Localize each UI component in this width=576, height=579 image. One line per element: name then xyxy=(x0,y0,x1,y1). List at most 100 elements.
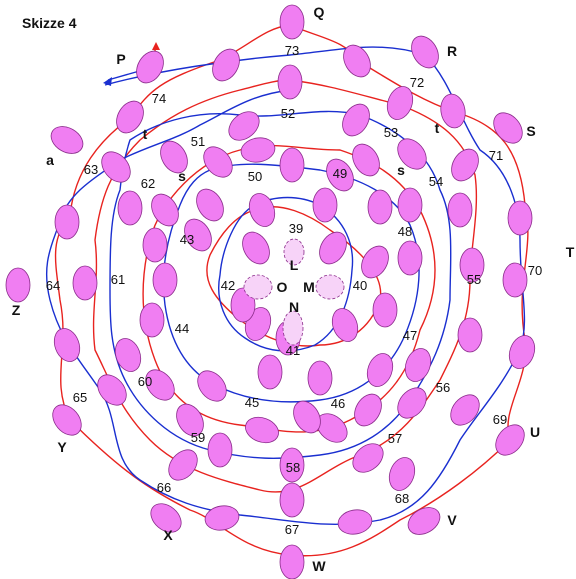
crossing-ellipse xyxy=(447,192,473,228)
letter-label: Q xyxy=(314,4,325,20)
crossing-ellipse xyxy=(450,394,480,426)
region-label: 67 xyxy=(285,522,299,537)
region-label: 55 xyxy=(467,272,481,287)
region-label: 48 xyxy=(398,224,412,239)
crossing-ellipse xyxy=(337,509,373,535)
crossing-ellipse xyxy=(319,231,347,265)
crossing-ellipse xyxy=(279,147,305,183)
letter-label: W xyxy=(312,558,326,574)
crossing-ellipse xyxy=(307,360,333,396)
center-ellipse xyxy=(315,274,345,300)
region-label: 45 xyxy=(245,395,259,410)
crossing-ellipse xyxy=(386,86,414,120)
crossing-ellipse xyxy=(372,292,398,328)
region-label: 71 xyxy=(489,148,503,163)
letter-label: T xyxy=(566,244,575,260)
crossing-ellipse xyxy=(168,449,198,481)
region-label: 53 xyxy=(384,125,398,140)
crossing-ellipse xyxy=(508,335,536,369)
region-label: 46 xyxy=(331,396,345,411)
crossing-ellipse xyxy=(114,338,142,372)
crossing-ellipse xyxy=(248,193,276,227)
region-label: 58 xyxy=(286,460,300,475)
crossing-ellipse xyxy=(72,265,98,301)
red-curve-3 xyxy=(142,144,436,433)
region-label: 59 xyxy=(191,430,205,445)
letter-label: M xyxy=(303,279,315,295)
letter-label: N xyxy=(289,299,299,315)
crossing-ellipse xyxy=(440,93,466,129)
center-ellipse xyxy=(283,238,305,266)
crossing-ellipse xyxy=(407,507,441,535)
crossing-ellipse xyxy=(228,111,260,141)
crossing-ellipse xyxy=(366,353,394,387)
region-label: 62 xyxy=(141,176,155,191)
letter-label: O xyxy=(277,279,288,295)
crossing-ellipse xyxy=(196,188,224,222)
crossing-ellipse xyxy=(404,348,432,382)
region-label: 73 xyxy=(285,43,299,58)
region-label: 60 xyxy=(138,374,152,389)
crossing-ellipse xyxy=(507,200,533,236)
crossing-ellipse xyxy=(207,432,233,468)
region-label: 65 xyxy=(73,390,87,405)
crossing-ellipse xyxy=(242,231,270,265)
region-label: 69 xyxy=(493,412,507,427)
crossing-ellipse xyxy=(279,447,305,483)
crossing-ellipse xyxy=(52,404,82,436)
crossing-ellipse xyxy=(367,189,393,225)
letter-label: s xyxy=(397,162,405,178)
region-label: 68 xyxy=(395,491,409,506)
crossing-ellipse xyxy=(493,112,523,144)
letter-label: R xyxy=(447,43,457,59)
red-arrowhead-icon xyxy=(152,42,160,50)
crossing-ellipse xyxy=(117,190,143,226)
crossing-ellipse xyxy=(354,393,382,427)
crossing-ellipse xyxy=(50,126,84,154)
crossing-ellipse xyxy=(212,48,240,82)
region-label: 72 xyxy=(410,75,424,90)
crossing-ellipse xyxy=(293,400,321,434)
region-label: 63 xyxy=(84,162,98,177)
crossing-ellipse xyxy=(342,103,370,137)
crossing-ellipse xyxy=(204,505,240,531)
letter-label: U xyxy=(530,424,540,440)
region-label: 70 xyxy=(528,263,542,278)
crossing-ellipse xyxy=(150,503,182,533)
region-label: 40 xyxy=(353,278,367,293)
region-label: 41 xyxy=(286,343,300,358)
crossing-ellipse xyxy=(352,443,384,473)
crossing-ellipse xyxy=(139,302,165,338)
crossing-ellipse xyxy=(97,374,127,406)
crossing-ellipse xyxy=(388,457,416,491)
region-label: 39 xyxy=(289,221,303,236)
letter-label: s xyxy=(178,168,186,184)
region-label: 50 xyxy=(248,169,262,184)
crossing-ellipse xyxy=(279,4,305,40)
letter-label: Y xyxy=(57,439,67,455)
crossing-ellipse xyxy=(184,218,212,252)
letter-label: X xyxy=(163,527,173,543)
letter-label: L xyxy=(290,257,299,273)
region-label: 47 xyxy=(403,328,417,343)
crossing-ellipse xyxy=(151,193,179,227)
crossing-ellipse xyxy=(502,262,528,298)
crossing-ellipse xyxy=(101,151,131,183)
crossing-ellipse xyxy=(160,140,188,174)
region-label: 57 xyxy=(388,431,402,446)
crossing-ellipse xyxy=(142,227,168,263)
crossing-ellipse xyxy=(352,143,380,177)
letter-label: P xyxy=(116,51,125,67)
crossing-ellipse xyxy=(5,267,31,303)
blue-arrowhead-icon xyxy=(103,77,112,86)
crossing-ellipse xyxy=(331,308,359,342)
region-label: 42 xyxy=(221,278,235,293)
letter-label: a xyxy=(46,152,54,168)
crossing-ellipse xyxy=(136,50,164,84)
center-ellipse xyxy=(243,274,273,300)
crossing-ellipse xyxy=(457,317,483,353)
crossing-ellipse xyxy=(230,287,256,323)
region-label: 49 xyxy=(333,166,347,181)
region-label: 56 xyxy=(436,380,450,395)
